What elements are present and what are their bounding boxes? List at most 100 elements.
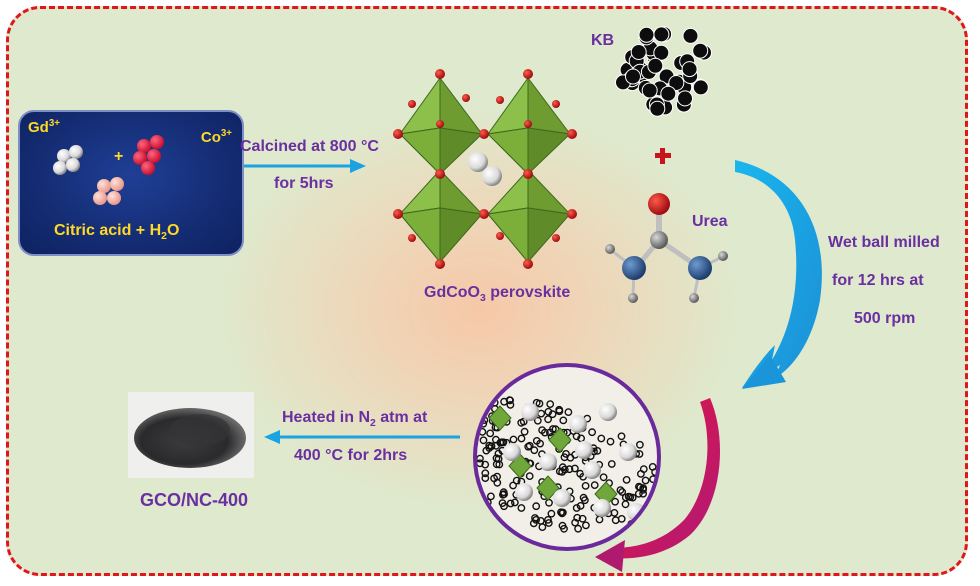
composite-carbon xyxy=(494,449,503,458)
composite-circle xyxy=(473,363,661,551)
carbon-particle xyxy=(638,26,655,43)
composite-carbon xyxy=(532,502,541,511)
composite-carbon xyxy=(532,436,541,445)
composite-carbon xyxy=(520,427,529,436)
composite-carbon xyxy=(606,437,615,446)
calcination-time-label: for 5hrs xyxy=(274,175,334,192)
carbon-particle xyxy=(653,26,670,43)
milling-label-line1: Wet ball milled xyxy=(828,234,940,251)
composite-carbon xyxy=(486,429,495,438)
composite-carbon xyxy=(512,476,521,485)
composite-carbon xyxy=(535,399,544,408)
composite-carbon xyxy=(559,508,567,517)
composite-carbon xyxy=(621,500,630,509)
gd-atoms xyxy=(468,152,502,186)
composite-carbon xyxy=(509,481,517,490)
composite-gd-sphere xyxy=(619,443,637,461)
carbon-particle xyxy=(677,90,693,107)
carbon-particle xyxy=(649,100,666,117)
composite-carbon xyxy=(555,467,564,476)
composite-carbon xyxy=(506,400,515,409)
composite-carbon xyxy=(517,434,526,443)
heating-arrow xyxy=(264,430,460,444)
composite-carbon xyxy=(639,465,648,473)
composite-carbon xyxy=(499,438,508,447)
precursor-solution-box: Gd3+ Co3+ + Citric acid + H2O xyxy=(18,110,244,256)
composite-carbon xyxy=(574,524,582,533)
calcination-temperature-label: Calcined at 800 °C xyxy=(240,138,379,155)
perovskite-structure xyxy=(393,69,577,269)
urea-label: Urea xyxy=(692,213,728,230)
composite-carbon xyxy=(649,509,657,518)
composite-carbon xyxy=(506,499,515,508)
composite-carbon xyxy=(525,472,534,480)
composite-gd-sphere xyxy=(599,403,617,421)
composite-carbon xyxy=(641,476,650,485)
composite-carbon xyxy=(493,478,502,487)
composite-carbon xyxy=(492,460,501,469)
composite-carbon xyxy=(572,504,581,512)
composite-carbon xyxy=(571,464,579,473)
plus-icon xyxy=(655,148,671,164)
composite-gd-sphere xyxy=(593,499,611,517)
octahedron-bottom-left xyxy=(398,168,484,264)
composite-carbon xyxy=(607,460,616,468)
composite-carbon xyxy=(477,454,484,463)
gd-ion-label: Gd3+ xyxy=(28,118,60,136)
composite-octahedron xyxy=(548,427,572,453)
composite-gd-sphere xyxy=(539,453,557,471)
composite-carbon xyxy=(611,516,620,525)
composite-carbon xyxy=(582,521,590,530)
composite-carbon xyxy=(618,488,627,496)
heating-atmosphere-label: Heated in N2 atm at xyxy=(282,409,428,430)
composite-carbon xyxy=(635,519,644,528)
carbon-particle xyxy=(625,68,641,85)
composite-carbon xyxy=(579,493,588,502)
composite-carbon xyxy=(530,446,539,455)
composite-carbon xyxy=(544,407,553,416)
composite-carbon xyxy=(616,486,625,494)
powder-photo xyxy=(128,392,254,478)
carbon-particle xyxy=(630,44,647,60)
composite-gd-sphere xyxy=(503,443,521,461)
composite-carbon xyxy=(544,519,553,527)
composite-carbon xyxy=(481,460,490,469)
composite-gd-sphere xyxy=(515,483,533,501)
ball-milling-arrow xyxy=(735,160,822,389)
composite-carbon xyxy=(509,435,518,444)
composite-carbon xyxy=(617,432,626,441)
co-ion-label: Co3+ xyxy=(200,128,232,146)
composite-carbon xyxy=(636,440,644,449)
composite-carbon xyxy=(560,465,569,474)
ion-spheres xyxy=(53,135,164,205)
solvent-label: Citric acid + H2O xyxy=(54,222,180,243)
composite-carbon xyxy=(546,428,554,437)
composite-gd-sphere xyxy=(553,489,571,507)
composite-carbon xyxy=(576,501,585,510)
composite-carbon xyxy=(533,416,542,425)
composite-carbon xyxy=(495,460,504,469)
composite-carbon xyxy=(486,492,495,501)
composite-carbon xyxy=(481,469,490,478)
composite-carbon xyxy=(648,462,657,471)
carbon-black-cluster xyxy=(615,26,712,117)
composite-carbon xyxy=(599,473,608,482)
composite-carbon xyxy=(544,415,552,424)
composite-carbon xyxy=(650,499,657,508)
composite-gd-sphere xyxy=(583,461,601,479)
carbon-particle xyxy=(660,85,677,102)
composite-carbon xyxy=(477,459,484,468)
composite-carbon xyxy=(478,399,487,407)
carbon-particle xyxy=(682,27,699,44)
composite-carbon xyxy=(559,416,568,425)
composite-carbon xyxy=(588,428,596,437)
oxygen-atoms xyxy=(393,69,577,269)
composite-carbon xyxy=(547,509,556,518)
product-label: GCO/NC-400 xyxy=(140,490,249,510)
composite-carbon xyxy=(611,497,619,506)
gd-ion-spheres xyxy=(53,145,83,175)
octahedron-bottom-right xyxy=(486,168,572,264)
composite-carbon xyxy=(538,523,547,531)
citric-acid-spheres xyxy=(93,177,124,205)
